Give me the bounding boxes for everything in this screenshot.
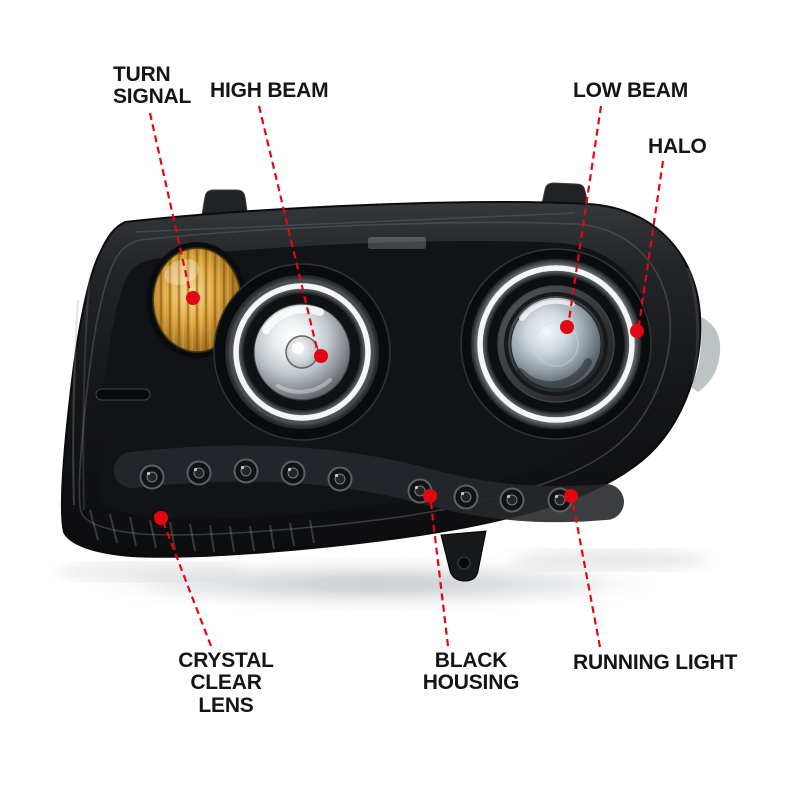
callout-dot-turn-signal [186,291,200,305]
leader-high-beam [257,105,319,350]
callout-dot-crystal-clear-lens [154,511,168,525]
leader-halo [637,160,665,326]
side-marker-slot [95,388,151,401]
callout-label-running-light: RUNNING LIGHT [573,651,738,674]
crystal-lens-ribs [72,267,700,553]
callout-dot-high-beam [314,349,328,363]
leader-low-beam [567,105,603,321]
bottom-bracket [440,530,487,582]
callout-label-high-beam: HIGH BEAM [210,79,329,102]
leader-running-light [571,502,602,648]
high-beam-assembly [213,263,391,441]
leader-black-housing [429,502,450,647]
low-beam-halo-ring [477,265,635,423]
callout-label-crystal-clear-lens: CRYSTAL CLEAR LENS [178,649,274,717]
callout-label-turn-signal: TURN SIGNAL [113,63,192,109]
callout-label-black-housing: BLACK HOUSING [422,649,520,695]
callout-dot-black-housing [423,489,437,503]
low-beam-assembly [460,248,652,440]
callout-dot-low-beam [560,320,574,334]
callout-label-halo: HALO [648,135,707,158]
leader-crystal-clear-lens [162,523,213,647]
lens-marking [368,237,426,249]
running-light-led-strip [114,445,624,523]
callout-label-low-beam: LOW BEAM [573,79,689,102]
led-dots [139,458,573,513]
callout-dot-running-light [564,489,578,503]
callout-dot-halo [630,324,644,338]
ground-shadow [55,550,710,606]
leader-turn-signal [148,112,192,293]
callout-leaders [148,105,665,648]
